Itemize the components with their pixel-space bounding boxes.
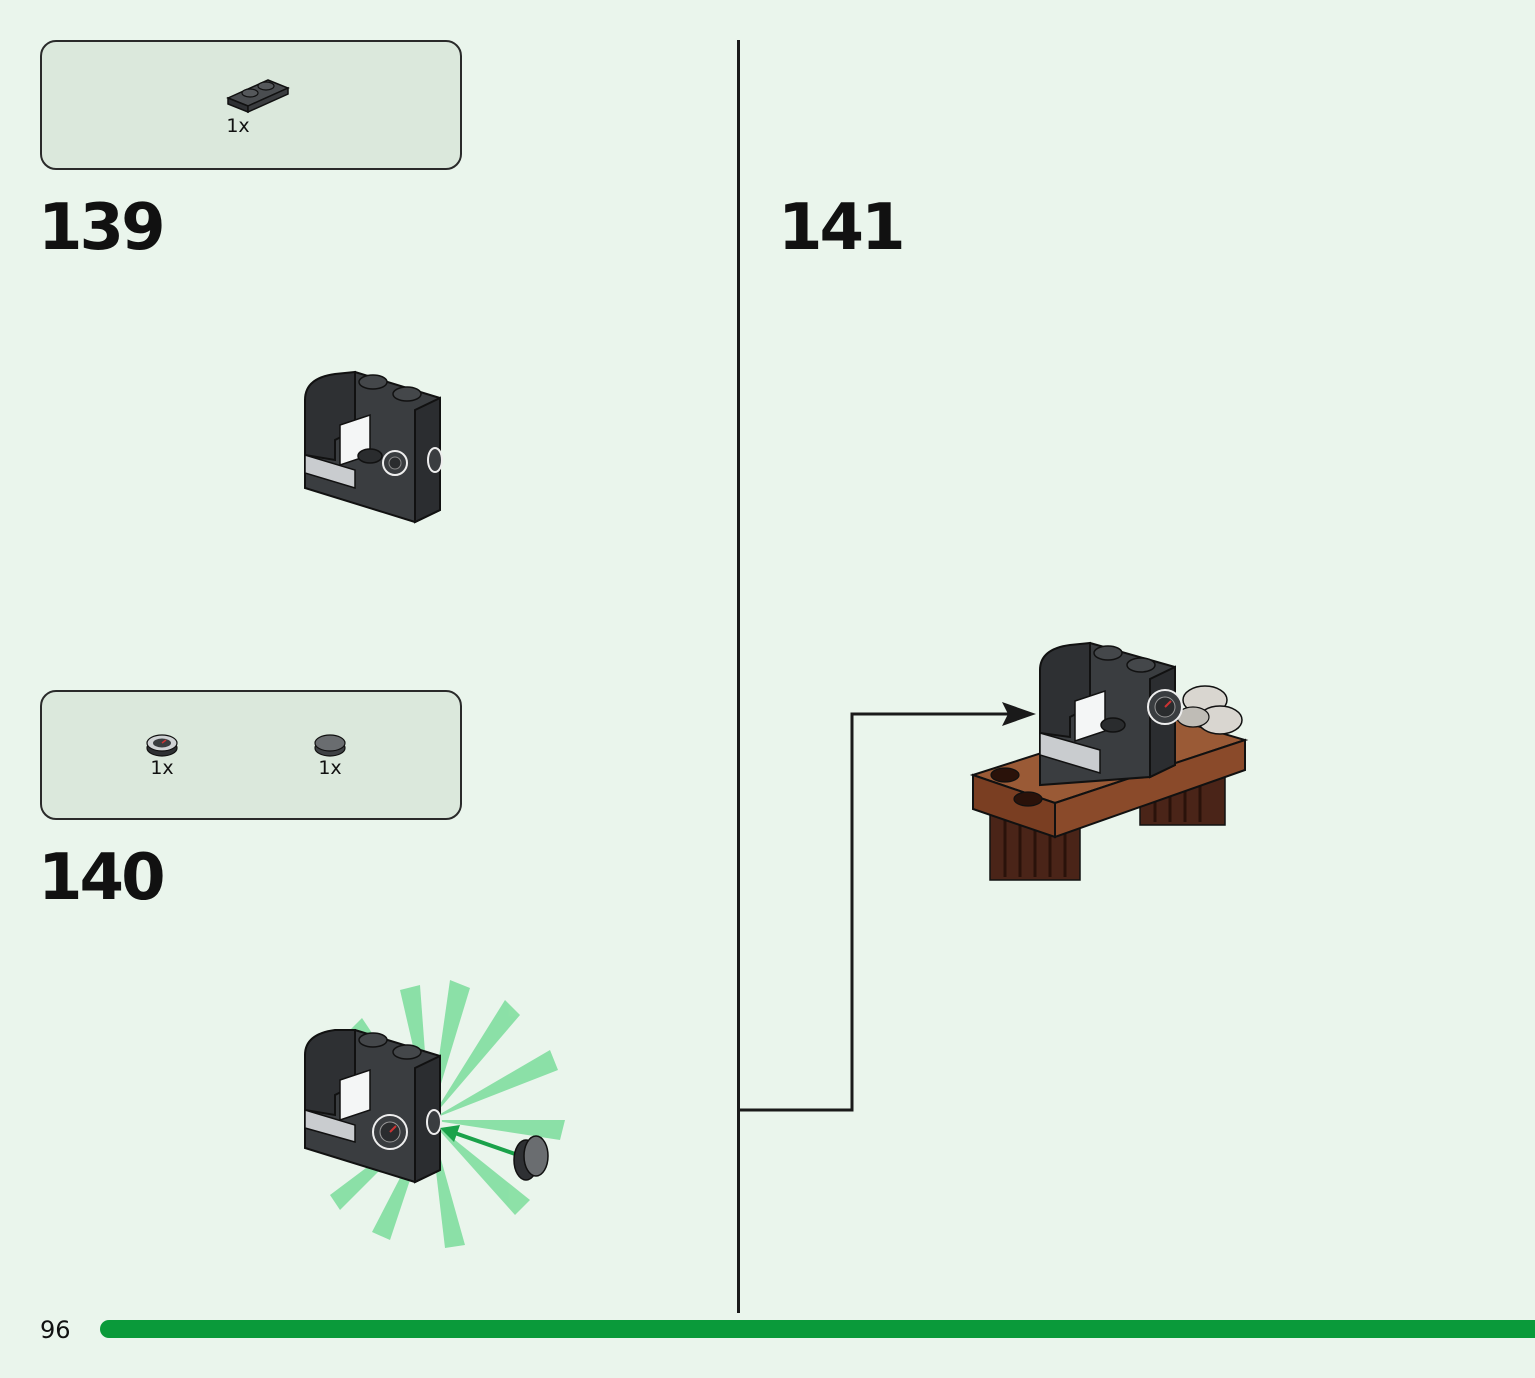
step-number-140: 140 xyxy=(38,841,166,915)
sewing-machine-assembly-140 xyxy=(304,980,565,1248)
sewing-machine-assembly-139 xyxy=(304,370,443,524)
part-qty: 1x xyxy=(318,757,342,779)
step-divider xyxy=(737,40,740,1313)
part-140-1: 1x xyxy=(137,732,187,778)
step-number-139: 139 xyxy=(38,191,166,265)
printed-round-tile-dial-icon xyxy=(146,734,178,757)
step-number-141: 141 xyxy=(778,191,906,265)
parts-callout-139: 1x xyxy=(40,40,462,170)
part-139-1: 1x xyxy=(217,74,297,136)
round-tile-part xyxy=(513,1135,549,1181)
sewing-table-assembly-141 xyxy=(969,641,1249,881)
part-140-2: 1x xyxy=(305,732,355,778)
insert-arrow-icon xyxy=(440,1125,519,1157)
dark-gray-round-tile-icon xyxy=(314,734,346,757)
spool-icon xyxy=(1176,685,1243,735)
dark-gray-plate-1x2-icon xyxy=(226,79,290,114)
part-qty: 1x xyxy=(226,115,250,137)
progress-bar xyxy=(100,1320,1535,1338)
page-number: 96 xyxy=(40,1316,71,1344)
parts-callout-140: 1x 1x xyxy=(40,690,462,820)
part-qty: 1x xyxy=(150,757,174,779)
